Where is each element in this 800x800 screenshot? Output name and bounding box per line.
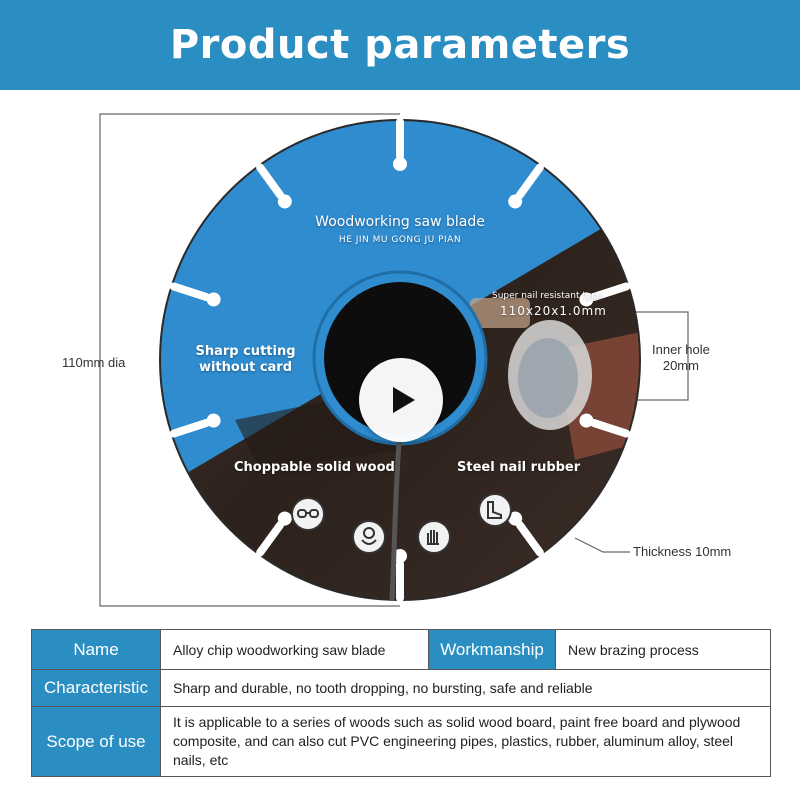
table-row: Name Alloy chip woodworking saw blade Wo… — [31, 629, 771, 670]
spec-table: Name Alloy chip woodworking saw blade Wo… — [31, 629, 771, 777]
sharp-line-2: without card — [198, 360, 293, 375]
thickness-pointer-line — [574, 537, 630, 553]
name-header: Name — [31, 629, 161, 670]
workmanship-value: New brazing process — [555, 629, 771, 670]
header-banner: Product parameters — [0, 0, 800, 90]
thickness-label: Thickness 10mm — [633, 544, 732, 559]
blade-title: Woodworking saw blade — [315, 214, 485, 230]
scope-header: Scope of use — [31, 706, 161, 777]
characteristic-value: Sharp and durable, no tooth dropping, no… — [160, 669, 771, 707]
inner-hole-title: Inner hole — [652, 342, 710, 357]
diameter-label: 110mm dia — [62, 355, 126, 370]
inner-hole-label: Inner hole 20mm — [652, 342, 710, 374]
choppable-wood-text: Choppable solid wood — [234, 460, 395, 475]
table-row: Characteristic Sharp and durable, no too… — [31, 669, 771, 707]
sharp-line-1: Sharp cutting — [195, 344, 296, 359]
workmanship-header: Workmanship — [428, 629, 556, 670]
product-diagram: 110mm dia Inner hole 20mm Thickness 10mm… — [0, 90, 800, 620]
blade-slots — [169, 118, 631, 602]
boots-icon — [478, 493, 512, 527]
play-video-button[interactable] — [359, 358, 443, 442]
characteristic-header: Characteristic — [31, 669, 161, 707]
play-icon — [393, 387, 415, 413]
steel-nail-text: Steel nail rubber — [457, 460, 581, 475]
gloves-icon — [417, 520, 451, 554]
inner-hole-value: 20mm — [662, 358, 699, 373]
sharp-cutting-text: Sharp cutting without card — [188, 344, 303, 376]
name-value: Alloy chip woodworking saw blade — [160, 629, 429, 670]
tool-cord — [389, 429, 403, 601]
nail-resistant-text: Super nail resistant type — [492, 291, 603, 301]
mask-icon — [352, 520, 386, 554]
goggles-icon — [291, 497, 325, 531]
scope-value: It is applicable to a series of woods su… — [160, 706, 771, 777]
blade-subtitle: HE JIN MU GONG JU PIAN — [338, 235, 462, 245]
blade-spec-text: 110x20x1.0mm — [500, 304, 607, 318]
page-title: Product parameters — [169, 22, 631, 68]
diameter-dimension-line — [99, 113, 400, 607]
table-row: Scope of use It is applicable to a serie… — [31, 706, 771, 777]
